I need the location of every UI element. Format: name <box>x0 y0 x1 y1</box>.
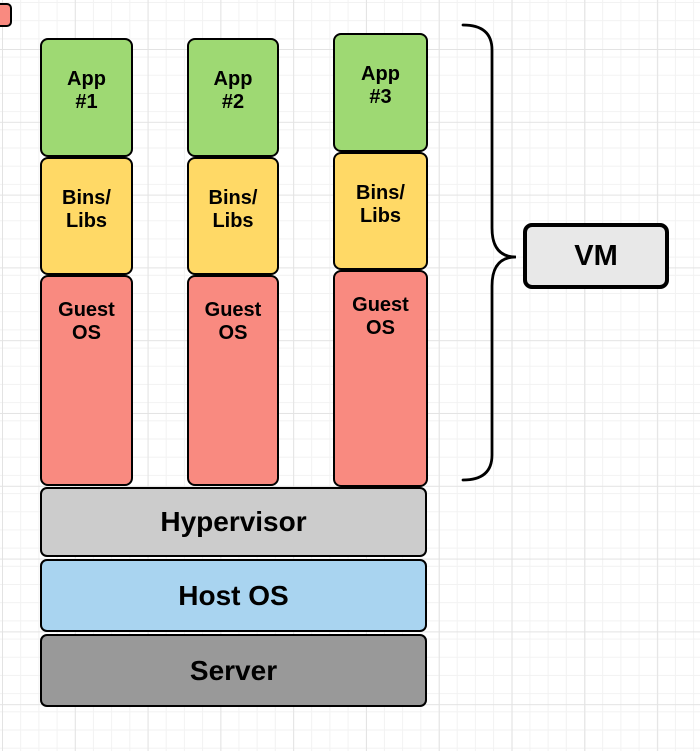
app1-box: App #1 <box>40 38 133 157</box>
guest-os-label-1: Guest OS <box>58 299 115 344</box>
bins-libs-label-2: Bins/ Libs <box>208 187 258 232</box>
bins-libs-box-1: Bins/ Libs <box>40 157 133 275</box>
bins-libs-label-3: Bins/ Libs <box>356 182 405 227</box>
bins-libs-box-3: Bins/ Libs <box>333 152 428 270</box>
app2-label: App #2 <box>213 67 253 113</box>
server-layer: Server <box>40 634 427 707</box>
server-label: Server <box>189 654 278 686</box>
app3-box: App #3 <box>333 33 428 152</box>
guest-os-box-1: Guest OS <box>40 275 133 486</box>
hypervisor-label: Hypervisor <box>160 506 307 537</box>
host-os-layer: Host OS <box>40 559 427 632</box>
app2-box: App #2 <box>187 38 279 157</box>
vm-callout-label: VM <box>574 239 618 272</box>
clipped-red-shape <box>0 3 12 27</box>
bins-libs-label-1: Bins/ Libs <box>62 187 111 232</box>
host-os-label: Host OS <box>178 579 289 611</box>
curly-brace <box>461 23 517 482</box>
vm-callout-box: VM <box>523 223 669 289</box>
guest-os-box-2: Guest OS <box>187 275 279 486</box>
guest-os-box-3: Guest OS <box>333 270 428 487</box>
guest-os-label-3: Guest OS <box>352 294 409 339</box>
guest-os-label-2: Guest OS <box>204 299 262 344</box>
vm-stack-column-2: App #2 Bins/ Libs Guest OS <box>187 38 279 486</box>
hypervisor-layer: Hypervisor <box>40 487 427 557</box>
app1-label: App #1 <box>67 67 106 113</box>
vm-stack-column-3: App #3 Bins/ Libs Guest OS <box>333 33 428 487</box>
bins-libs-box-2: Bins/ Libs <box>187 157 279 275</box>
app3-label: App #3 <box>361 62 400 108</box>
vm-stack-column-1: App #1 Bins/ Libs Guest OS <box>40 38 133 486</box>
